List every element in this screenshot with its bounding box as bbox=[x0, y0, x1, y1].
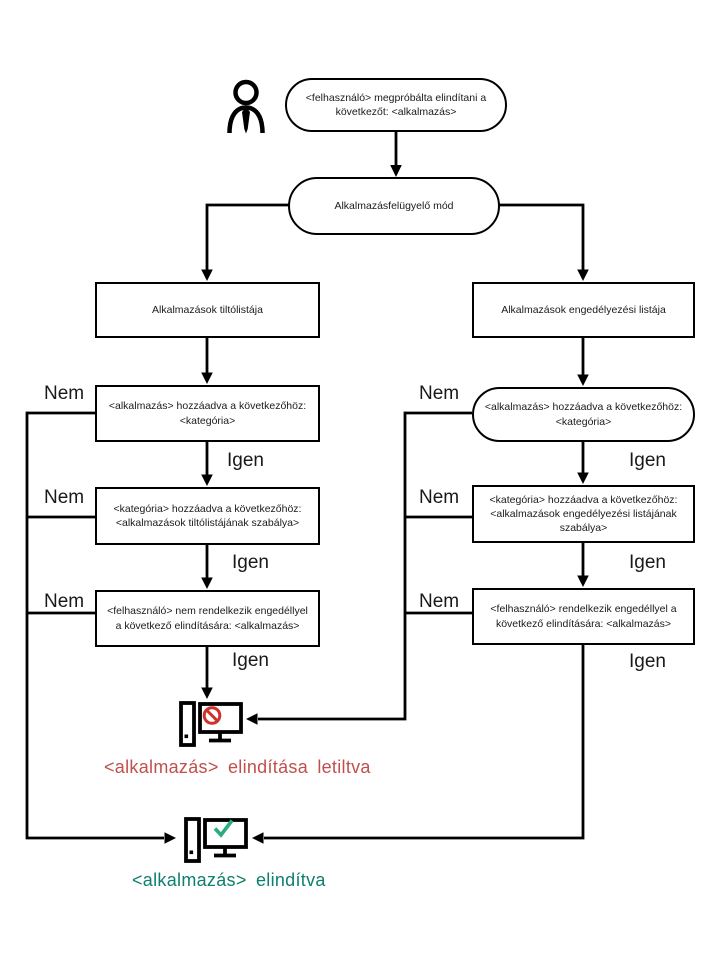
deny-step-rule-node: <kategória> hozzáadva a következőhöz: <a… bbox=[95, 487, 320, 545]
allowlist-node: Alkalmazások engedélyezési listája bbox=[472, 282, 695, 338]
blocked-computer-icon bbox=[179, 701, 243, 747]
mode-node: Alkalmazásfelügyelő mód bbox=[288, 177, 500, 235]
connector-lines bbox=[25, 132, 585, 840]
allow-step-user-node: <felhasználó> rendelkezik engedéllyel a … bbox=[472, 588, 695, 645]
yes-label: Igen bbox=[629, 552, 666, 573]
arrowheads bbox=[164, 165, 589, 844]
yes-label: Igen bbox=[232, 650, 269, 671]
yes-label: Igen bbox=[232, 552, 269, 573]
allow-step-rule-node: <kategória> hozzáadva a következőhöz: <a… bbox=[472, 485, 695, 543]
check-icon bbox=[213, 819, 234, 838]
no-label: Nem bbox=[419, 591, 460, 612]
launched-result-label: <alkalmazás> elindítva bbox=[132, 870, 326, 890]
deny-step-category-node: <alkalmazás> hozzáadva a következőhöz: <… bbox=[95, 385, 320, 442]
no-label: Nem bbox=[419, 487, 460, 508]
prohibition-icon bbox=[202, 706, 222, 725]
denylist-node: Alkalmazások tiltólistája bbox=[95, 282, 320, 338]
user-icon bbox=[227, 79, 265, 134]
no-label: Nem bbox=[44, 487, 85, 508]
no-label: Nem bbox=[419, 383, 460, 404]
no-label: Nem bbox=[44, 591, 85, 612]
allow-step-category-node: <alkalmazás> hozzáadva a következőhöz: <… bbox=[472, 387, 695, 442]
blocked-result-label: <alkalmazás> elindítása letiltva bbox=[104, 757, 371, 777]
yes-label: Igen bbox=[629, 450, 666, 471]
start-node: <felhasználó> megpróbálta elindítani a k… bbox=[285, 78, 507, 132]
no-label: Nem bbox=[44, 383, 85, 404]
yes-label: Igen bbox=[227, 450, 264, 471]
deny-step-user-node: <felhasználó> nem rendelkezik engedéllye… bbox=[95, 590, 320, 647]
yes-label: Igen bbox=[629, 651, 666, 672]
launched-computer-icon bbox=[184, 817, 248, 863]
